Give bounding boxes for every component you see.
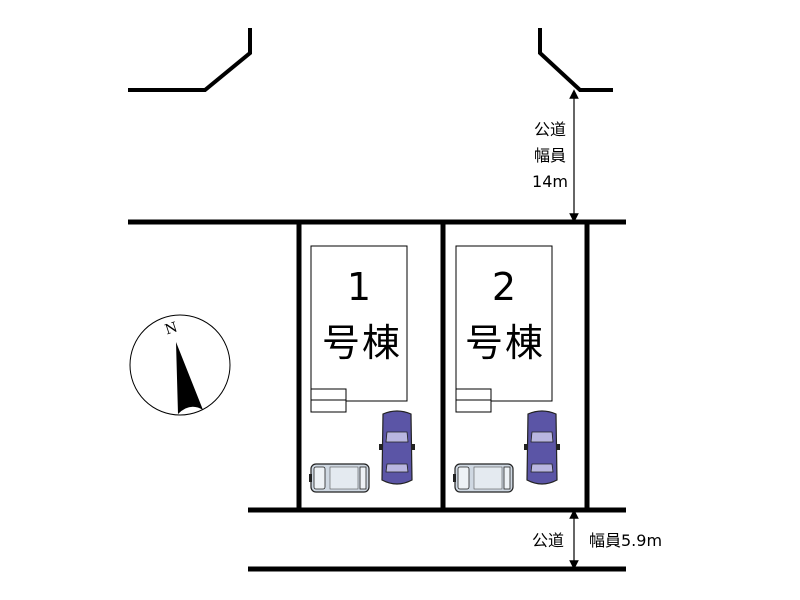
north-road-type-label: 公道: [534, 120, 566, 139]
north-road-corner-right: [538, 28, 613, 92]
compass-north-label: N: [163, 319, 180, 338]
lot-2-number: 2: [492, 265, 516, 309]
lot-2-sedan: [524, 410, 560, 485]
compass-needle-icon: [176, 342, 203, 414]
south-road-width-label: 幅員5.9m: [589, 531, 662, 550]
north-road-width-value: 14m: [532, 172, 568, 191]
lot-1-van: [309, 463, 370, 493]
lot-1-sedan: [379, 410, 415, 485]
north-road-corner-left: [128, 28, 252, 92]
north-road-width-label: 幅員: [534, 146, 566, 165]
lot-1-name: 号棟: [322, 321, 402, 365]
lot-1-number: 1: [347, 265, 371, 309]
north-compass: N: [129, 314, 231, 416]
building-1-footprint: [310, 245, 408, 402]
building-2-footprint: [455, 245, 553, 402]
south-road-type-label: 公道: [532, 531, 564, 550]
lot-2-van: [453, 463, 514, 493]
lot-2-name: 号棟: [465, 321, 545, 365]
